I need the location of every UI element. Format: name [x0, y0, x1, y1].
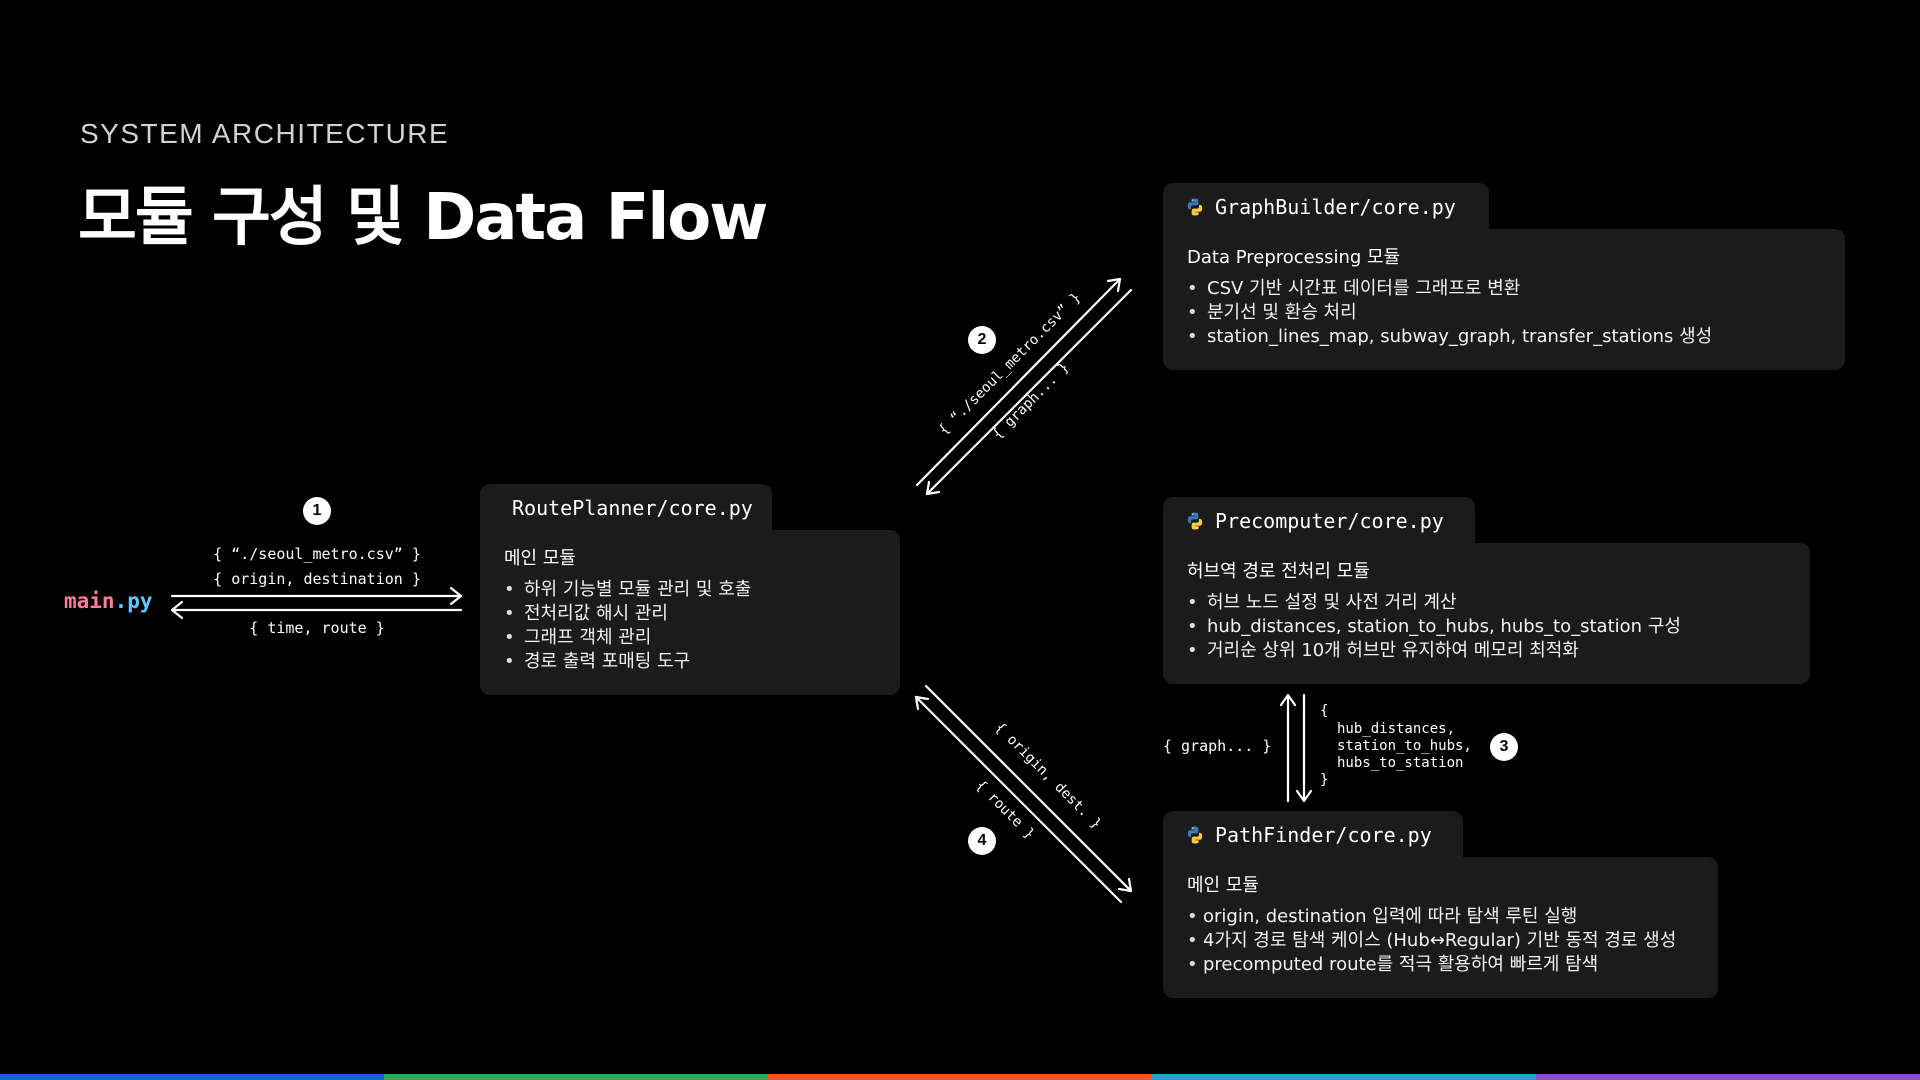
- route-planner-body: 메인 모듈 •하위 기능별 모듈 관리 및 호출 •전처리값 해시 관리 •그래…: [480, 530, 900, 695]
- list-item: •origin, destination 입력에 따라 탐색 루틴 실행: [1187, 906, 1578, 927]
- path-finder-tab: PathFinder/core.py: [1163, 811, 1463, 858]
- precomputer-items: •허브 노드 설정 및 사전 거리 계산 •hub_distances, sta…: [1187, 591, 1786, 663]
- flow-number-1: 1: [303, 497, 331, 525]
- arrow-to-graph-builder: [915, 277, 1122, 487]
- precomputer-subtitle: 허브역 경로 전처리 모듈: [1187, 561, 1370, 582]
- path-finder-subtitle: 메인 모듈: [1187, 875, 1259, 896]
- flow-number-4: 4: [968, 827, 996, 855]
- arrow-path-finder-to-route-planner: [914, 695, 1123, 904]
- list-item: •station_lines_map, subway_graph, transf…: [1187, 326, 1713, 347]
- flow1-input-od: { origin, destination }: [213, 570, 421, 588]
- section-eyebrow: SYSTEM ARCHITECTURE: [80, 118, 450, 149]
- list-item: •허브 노드 설정 및 사전 거리 계산: [1187, 592, 1457, 613]
- graph-builder-items: •CSV 기반 시간표 데이터를 그래프로 변환 •분기선 및 환승 처리 •s…: [1187, 277, 1821, 349]
- route-planner-items: •하위 기능별 모듈 관리 및 호출 •전처리값 해시 관리 •그래프 객체 관…: [504, 578, 876, 674]
- precomputer-filename: Precomputer/core.py: [1215, 508, 1444, 533]
- bottom-bar-segment: [768, 1074, 1152, 1080]
- graph-builder-subtitle: Data Preprocessing 모듈: [1187, 247, 1401, 268]
- graph-builder-filename: GraphBuilder/core.py: [1215, 194, 1456, 219]
- route-planner-tab: RoutePlanner/core.py: [480, 484, 772, 531]
- list-item: •4가지 경로 탐색 케이스 (Hub↔Regular) 기반 동적 경로 생성: [1187, 930, 1677, 951]
- flow3-right-values: hub_distances, station_to_hubs, hubs_to_…: [1337, 721, 1472, 772]
- flow3-left-label: { graph... }: [1163, 737, 1272, 755]
- list-item: •분기선 및 환승 처리: [1187, 302, 1357, 323]
- path-finder-body: 메인 모듈 •origin, destination 입력에 따라 탐색 루틴 …: [1163, 857, 1718, 998]
- route-planner-subtitle: 메인 모듈: [504, 548, 576, 569]
- flow3-value-station-to-hubs: station_to_hubs,: [1337, 738, 1472, 754]
- flow1-output: { time, route }: [249, 619, 385, 637]
- entry-name-ext: .py: [114, 589, 153, 613]
- bottom-bar-segment: [1536, 1074, 1920, 1080]
- flow3-right-close: }: [1320, 772, 1329, 788]
- flow-number-2: 2: [968, 326, 996, 354]
- entry-main-py: main.py: [64, 589, 153, 613]
- bottom-bar-segment: [0, 1074, 384, 1080]
- flow-number-3: 3: [1490, 733, 1518, 761]
- graph-builder-tab: GraphBuilder/core.py: [1163, 183, 1489, 230]
- list-item: •전처리값 해시 관리: [504, 603, 668, 624]
- list-item: •hub_distances, station_to_hubs, hubs_to…: [1187, 616, 1681, 637]
- list-item: •경로 출력 포매팅 도구: [504, 651, 691, 672]
- entry-name-stem: main: [64, 589, 115, 613]
- flow3-right-open: {: [1320, 703, 1329, 719]
- arrow-route-planner-to-path-finder: [924, 684, 1133, 893]
- list-item: •precomputed route를 적극 활용하여 빠르게 탐색: [1187, 954, 1599, 975]
- route-planner-filename: RoutePlanner/core.py: [512, 495, 753, 520]
- page-title: 모듈 구성 및 Data Flow: [78, 181, 768, 255]
- arrow-from-graph-builder: [925, 288, 1133, 496]
- precomputer-tab: Precomputer/core.py: [1163, 497, 1475, 544]
- flow1-input-csv: { “./seoul_metro.csv” }: [213, 545, 421, 563]
- list-item: •하위 기능별 모듈 관리 및 호출: [504, 579, 752, 600]
- precomputer-body: 허브역 경로 전처리 모듈 •허브 노드 설정 및 사전 거리 계산 •hub_…: [1163, 543, 1810, 684]
- list-item: •그래프 객체 관리: [504, 627, 652, 648]
- graph-builder-body: Data Preprocessing 모듈 •CSV 기반 시간표 데이터를 그…: [1163, 229, 1845, 370]
- path-finder-items: •origin, destination 입력에 따라 탐색 루틴 실행 •4가…: [1187, 905, 1694, 977]
- flow3-value-hub-distances: hub_distances,: [1337, 721, 1456, 737]
- bottom-bar-segment: [384, 1074, 768, 1080]
- bottom-bar-segment: [1152, 1074, 1536, 1080]
- list-item: •거리순 상위 10개 허브만 유지하여 메모리 최적화: [1187, 640, 1579, 661]
- list-item: •CSV 기반 시간표 데이터를 그래프로 변환: [1187, 278, 1521, 299]
- flow3-value-hubs-to-station: hubs_to_station: [1337, 755, 1464, 771]
- path-finder-filename: PathFinder/core.py: [1215, 822, 1432, 847]
